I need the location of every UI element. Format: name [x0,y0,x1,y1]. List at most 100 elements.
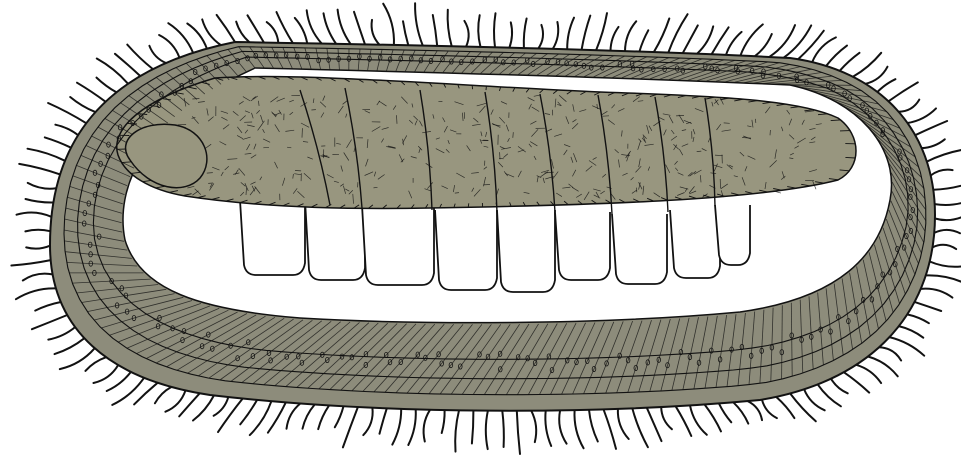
cilium [165,390,185,411]
cilium [755,34,772,56]
cilium [268,402,286,432]
cilium [545,411,551,447]
cilium [383,4,394,45]
cilium [596,13,607,50]
cilium [509,22,512,47]
cilium [55,125,78,135]
cilium [589,410,598,442]
cilium [931,170,953,176]
yolk-texture-stroke [513,132,514,138]
cilium [26,199,54,203]
cilium [889,82,918,101]
cilium [899,326,924,338]
cilium [632,408,648,447]
gut-pouch [715,205,750,265]
cilium [654,19,670,53]
cilium [218,399,243,433]
cilium [705,404,722,431]
cilium [448,10,452,47]
gut-pouch [555,212,610,280]
yolk-texture-stroke [192,99,199,100]
cilium [618,409,629,439]
gut-pouch [305,200,365,280]
cilium [538,25,543,49]
cilium [776,397,794,418]
cilium [26,246,50,249]
cilium [930,262,961,267]
cilium [726,32,742,55]
cilium [115,54,140,76]
cilium [683,25,698,53]
cilium [647,408,662,441]
gut-pouch [497,210,555,292]
cilium [217,15,235,42]
cilium [155,387,172,403]
gut-pouch [362,205,434,285]
cilium [733,402,748,423]
cilium [494,13,495,47]
cilium [97,59,128,84]
yolk-texture-stroke [676,115,684,116]
yolk-border-cell [127,123,137,124]
cilium [844,372,869,392]
cilium [324,13,337,44]
cilium [403,21,408,45]
cilium [517,411,520,454]
cilium [877,79,895,92]
yolk-texture-stroke [263,147,269,148]
cilium [32,315,67,329]
cilium [307,10,322,43]
cilium [611,27,619,51]
cilium [582,16,591,50]
cilium [639,30,648,51]
cilium [193,396,214,421]
cilium [85,357,106,371]
cilium [287,404,301,429]
cilium [798,31,824,60]
cilium [415,3,423,45]
cilium [455,410,459,451]
cilium [486,411,488,450]
cilium [392,409,401,445]
cilium [524,19,527,49]
cilium [559,410,566,443]
cilium [531,411,536,443]
gut-pouch [240,200,305,275]
cilium [934,230,960,233]
cilium [372,20,380,45]
cilium [159,35,179,58]
yolk-texture-stroke [455,193,459,194]
cilium [11,260,50,265]
cilium [112,378,144,405]
cilium [853,53,881,77]
cilium [433,15,437,46]
cilium [94,365,119,383]
yolk-texture-stroke [246,188,247,195]
cilium [55,338,85,354]
yolk-texture-stroke [397,115,398,124]
cilium [574,410,583,448]
cilium [380,408,387,433]
yolk-border-cell [472,85,473,89]
cilium [48,103,86,123]
cilium [70,97,95,112]
cilium [354,12,365,45]
cilium [16,288,56,299]
cilium [240,400,257,424]
cilium [879,347,901,360]
cilium [915,302,942,311]
cilium [25,230,50,232]
cilium [19,164,60,175]
cilium [236,22,249,43]
yolk-border-cell [845,157,855,158]
cilium [149,46,166,63]
cilium [77,83,106,102]
cilium [214,397,229,416]
cilium [840,53,860,71]
cilium [35,302,61,311]
cilium [933,245,957,249]
cilium [277,12,293,43]
cilium [17,212,52,216]
cilium [933,183,961,190]
